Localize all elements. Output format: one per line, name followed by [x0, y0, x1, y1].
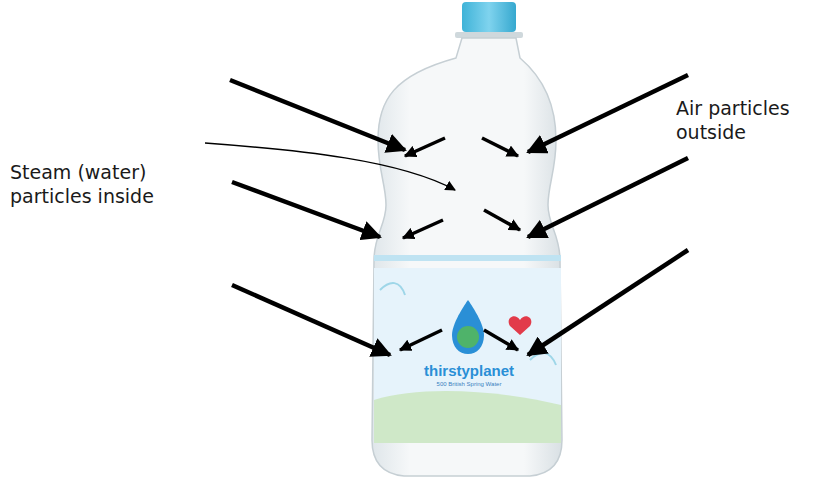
callout-label: Steam (water) particles inside	[10, 160, 215, 208]
leader-line	[205, 143, 455, 190]
bottle-ring	[455, 32, 523, 38]
heart	[509, 316, 532, 335]
globe	[457, 326, 479, 348]
product-text: 500 British Spring Water	[404, 381, 534, 387]
water-drop	[452, 300, 484, 354]
bottle-label	[374, 268, 561, 443]
callout-label: Air particles outside	[676, 96, 826, 144]
bottle-body	[372, 38, 562, 476]
label-grass	[374, 391, 561, 443]
bottle-cap	[462, 2, 516, 32]
label-band	[374, 255, 561, 261]
air-particle-arrows	[230, 75, 688, 355]
steam-particle-arrows	[400, 138, 520, 350]
brand-name: thirstyplanet	[404, 362, 534, 379]
